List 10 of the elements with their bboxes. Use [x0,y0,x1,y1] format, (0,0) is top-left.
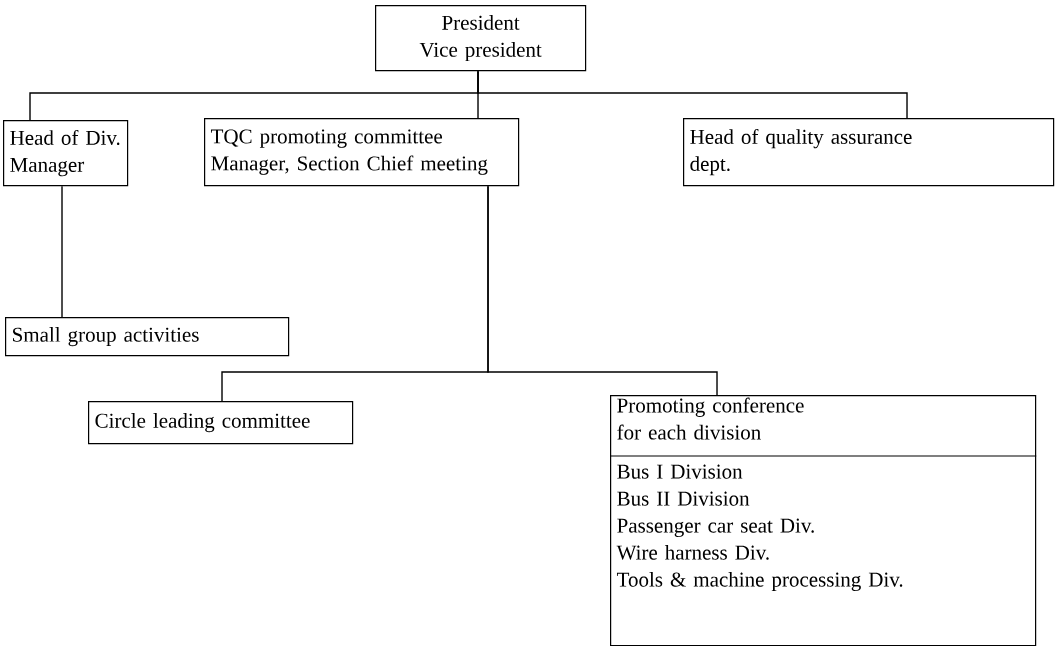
org-box: Head of Div. Manager [3,120,129,187]
org-box: President Vice president [375,5,587,72]
org-box: Circle leading committee [88,401,354,445]
connector-line [487,185,718,396]
org-box: TQC promoting committee Manager, Section Chief meeting [204,118,520,187]
org-box: Promoting conference for each division Bus I Division Bus II Division Passenger car seat Div. Wire harness Div. Tools & machine processing Div. [609,395,1037,647]
connector-line [61,185,63,318]
org-box: Head of quality assurance dept. [683,118,1055,187]
org-box: Small group activities [5,317,290,357]
connector-line [477,70,908,119]
